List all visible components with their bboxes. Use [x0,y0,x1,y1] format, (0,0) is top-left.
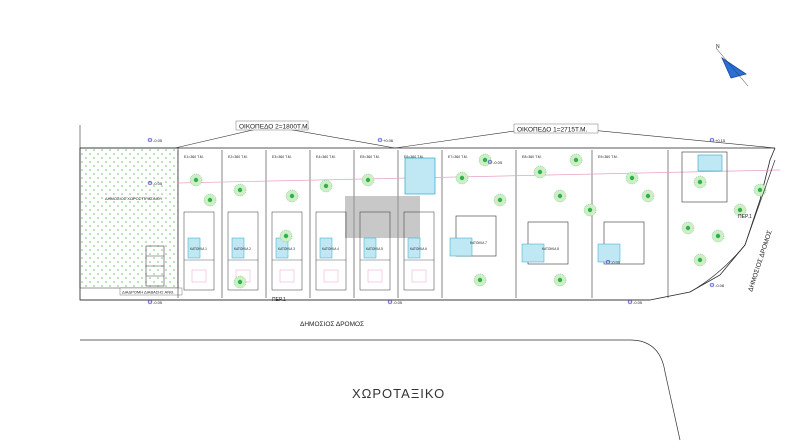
house-far-right [681,151,728,203]
elevation-value: +0.15 [715,138,726,143]
tree-icon [553,273,567,287]
elevation-value: -0.08 [715,283,725,288]
tree-icon [569,153,583,167]
highlight-block [345,196,420,238]
house-label: ΚΑΤΟΙΚΙΑ 5 [366,247,383,251]
tree-icon [478,153,492,167]
drawing-title: ΧΩΡΟΤΑΞΙΚΟ [352,386,445,401]
tree-icon [693,175,707,189]
plot-1-label: ΟΙΚΟΠΕΔΟ 1=2715Τ.Μ. [517,127,587,134]
tree-icon [583,203,597,217]
elevation-value: -0.05 [611,260,621,265]
tree-icon [361,173,375,187]
lot-area-label: Ε8=360 Τ.Μ. [522,155,542,159]
house-label: ΚΑΤΟΙΚΙΑ 3 [278,247,295,251]
tree-icon [533,165,547,179]
tree-icon [473,273,487,287]
elevation-mark: -0.05 [605,259,621,265]
lot-area-label: Ε6=360 Τ.Μ. [404,155,424,159]
lot-area-label: Ε9=360 Τ.Μ. [598,155,618,159]
tree-icon [711,229,725,243]
elevation-mark: +0.06 [377,137,394,143]
lot-area-label: Ε3=360 Τ.Μ. [272,155,292,159]
road-label-right: ΔΗΜΟΣΙΟΣ ΔΡΟΜΟΣ [747,230,773,293]
elevation-value: -0.05 [153,300,163,305]
house-label: ΚΑΤΟΙΚΙΑ 2 [234,247,251,251]
setback-line [177,169,781,184]
entrance-label-1: ΠΕΡ.1 [272,297,286,303]
elevation-mark: -0.05 [147,299,163,305]
tree-icon [189,173,203,187]
tree-icon [625,171,639,185]
tree-icon [681,221,695,235]
public-road [80,159,776,441]
house-unit: ΚΑΤΟΙΚΙΑ 3 [271,211,303,291]
lot-area-label: Ε1=360 Τ.Μ. [184,155,204,159]
houses: ΚΑΤΟΙΚΙΑ 1 ΚΑΤΟΙΚΙΑ 2 ΚΑΤΟΙΚΙΑ 3 ΚΑΤΟΙΚΙΑ 4… [183,211,645,291]
elevation-mark: -0.05 [147,137,163,143]
green-space-label: ΔΗΜΟΣΙΟΣ ΧΩΡΟΣ ΠΡΑΣΙΝΟΥ [105,196,163,201]
elevation-mark: -0.05 [387,299,403,305]
elevation-value: -0.05 [153,138,163,143]
tree-icon [553,189,567,203]
house-unit: ΚΑΤΟΙΚΙΑ 2 [227,211,259,291]
elevation-marks: -0.05 +0.06 -0.05 +0.15 -0.08 -0.05 -0.05 -0.05… [147,137,726,305]
lot-area-label: Ε2=360 Τ.Μ. [228,155,248,159]
entrance-label-2: ΠΕΡ.1 [738,214,752,220]
house-label: ΚΑΤΟΙΚΙΑ 8 [542,247,559,251]
lot-area-labels: Ε1=360 Τ.Μ. Ε2=360 Τ.Μ. Ε3=360 Τ.Μ. Ε4=360 … [184,155,618,159]
elevation-mark: -0.05 [627,299,643,305]
elevation-value: -0.05 [153,181,163,186]
svg-text:N: N [716,44,720,50]
north-arrow-icon: N [715,44,749,87]
tree-icon [319,179,333,193]
tree-icon [279,229,293,243]
elevation-value: +0.06 [383,138,394,143]
elevation-value: -0.05 [633,300,643,305]
house-unit-large: ΚΑΤΟΙΚΙΑ 7 [449,215,497,257]
house-label: ΚΑΤΟΙΚΙΑ 6 [410,247,427,251]
pool [404,157,436,195]
tree-icon [693,253,707,267]
elevation-mark: +0.15 [709,137,726,143]
lot-area-label: Ε4=360 Τ.Μ. [316,155,336,159]
house-unit: ΚΑΤΟΙΚΙΑ 1 [183,211,215,291]
bus-stop-label: ΔΙΑΔΡΟΜΗ ΔΙΑΒΑΣΗΣ ΑΝΘ. [122,290,174,295]
house-unit: ΚΑΤΟΙΚΙΑ 6 [403,211,435,291]
green-space-area: ΔΗΜΟΣΙΟΣ ΧΩΡΟΣ ΠΡΑΣΙΝΟΥ [79,147,179,289]
tree-icon [641,189,655,203]
plot-2-label: ΟΙΚΟΠΕΔΟ 2=1800Τ.Μ. [239,124,309,131]
house-unit-large [597,221,645,265]
road-label-bottom: ΔΗΜΟΣΙΟΣ ΔΡΟΜΟΣ [300,321,364,328]
house-unit-large: ΚΑΤΟΙΚΙΑ 8 [521,221,569,265]
elevation-mark: -0.05 [147,180,163,186]
tree-icon [455,171,469,185]
trees [189,153,767,289]
tree-icon [233,183,247,197]
house-label: ΚΑΤΟΙΚΙΑ 7 [470,241,487,245]
lot-area-label: Ε5=360 Τ.Μ. [360,155,380,159]
elevation-value: -0.05 [393,300,403,305]
elevation-mark: -0.08 [709,282,725,288]
tree-icon [203,193,217,207]
tree-icon [285,189,299,203]
house-unit: ΚΑΤΟΙΚΙΑ 5 [359,211,391,291]
lot-area-label: Ε7=360 Τ.Μ. [448,155,468,159]
elevation-mark: -0.05 [487,159,503,165]
tree-icon [233,275,247,289]
tree-icon [733,203,747,217]
plot-markers [79,125,776,149]
house-unit: ΚΑΤΟΙΚΙΑ 4 [315,211,347,291]
house-label: ΚΑΤΟΙΚΙΑ 1 [190,247,207,251]
house-label: ΚΑΤΟΙΚΙΑ 4 [322,247,339,251]
tree-icon [493,193,507,207]
elevation-value: -0.05 [493,160,503,165]
bus-stop: ΔΙΑΔΡΟΜΗ ΔΙΑΒΑΣΗΣ ΑΝΘ. [119,245,183,296]
